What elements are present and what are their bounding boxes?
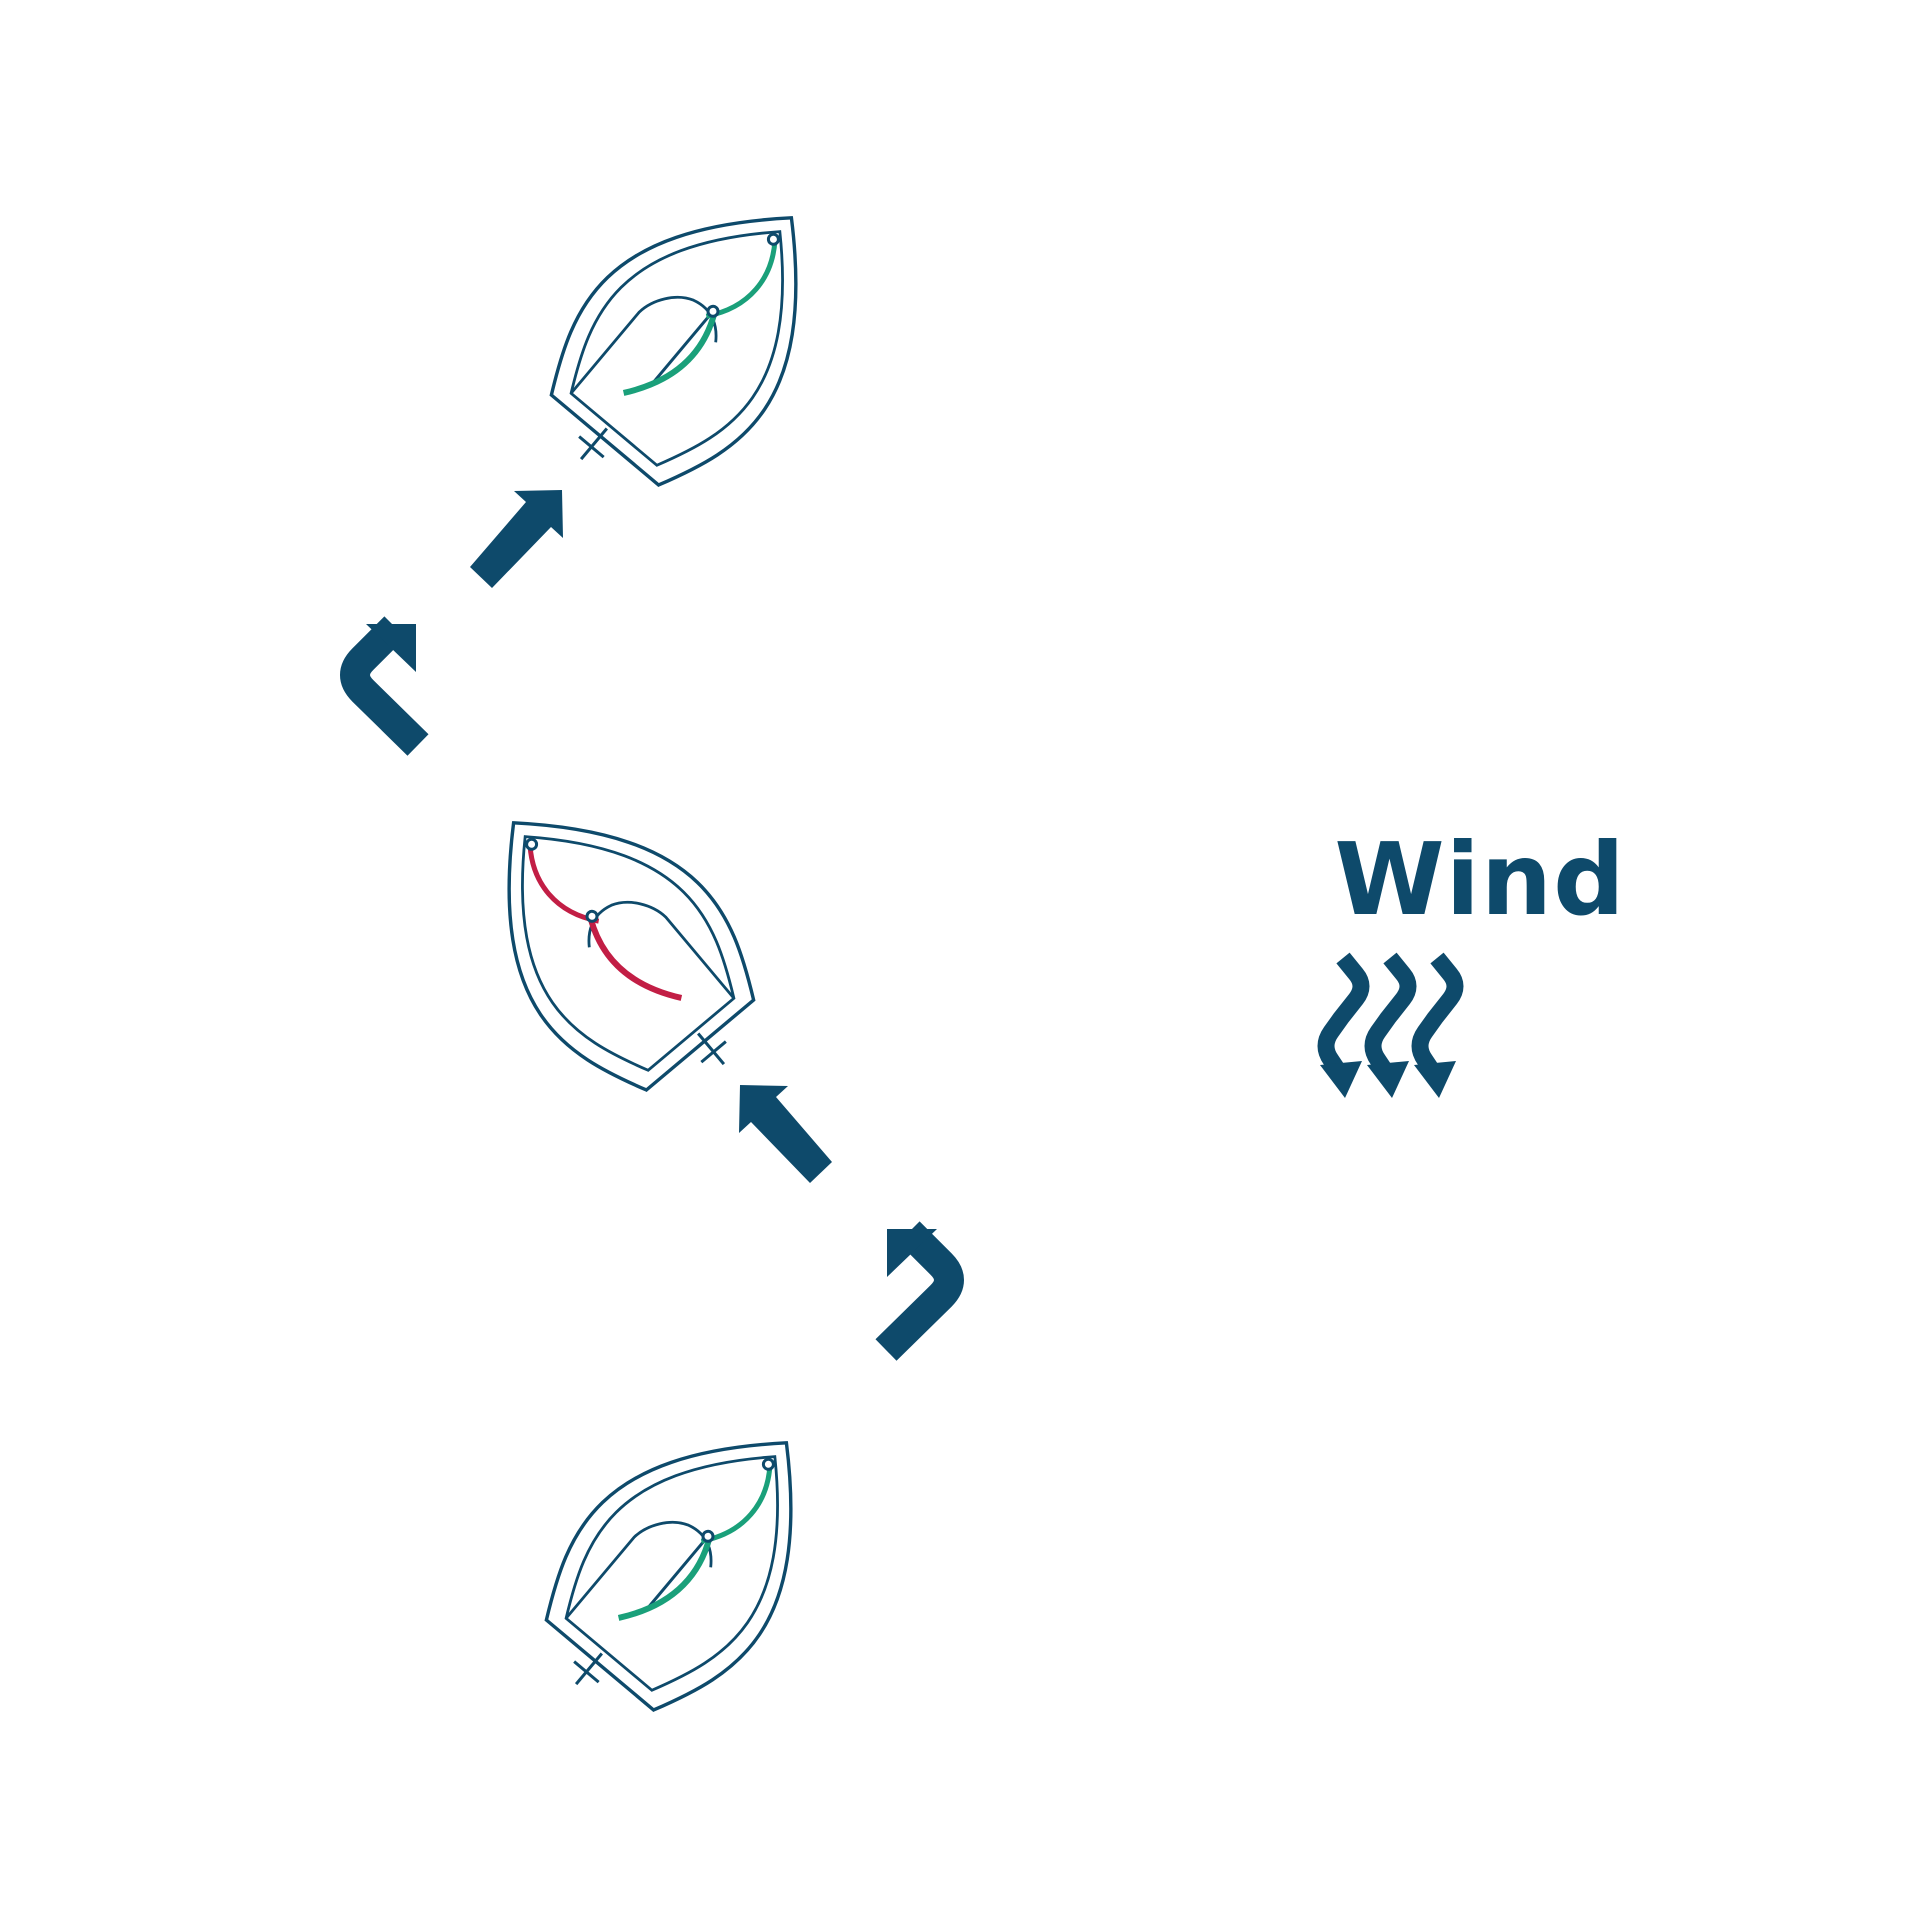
- straight-arrow-lower-icon: [739, 1085, 832, 1183]
- wind-arrows-icon: [1317, 952, 1464, 1098]
- mast-icon: [701, 1529, 715, 1543]
- forestay-icon: [766, 232, 780, 246]
- turn-arrow-upper-icon: [340, 616, 429, 756]
- wind-arrow-icon: [1364, 952, 1417, 1098]
- boat-bottom: [544, 1441, 793, 1712]
- wind-arrow-icon: [1317, 952, 1370, 1098]
- wind-label: Wind: [1334, 821, 1625, 938]
- mast-icon: [706, 304, 720, 318]
- boat-middle: [507, 821, 756, 1092]
- boat-top: [549, 216, 798, 487]
- straight-arrow-upper-icon: [470, 490, 563, 588]
- forestay-icon: [525, 837, 539, 851]
- turn-arrow-lower-icon: [875, 1221, 964, 1361]
- mast-icon: [585, 909, 599, 923]
- wind-arrow-icon: [1411, 952, 1464, 1098]
- forestay-icon: [761, 1457, 775, 1471]
